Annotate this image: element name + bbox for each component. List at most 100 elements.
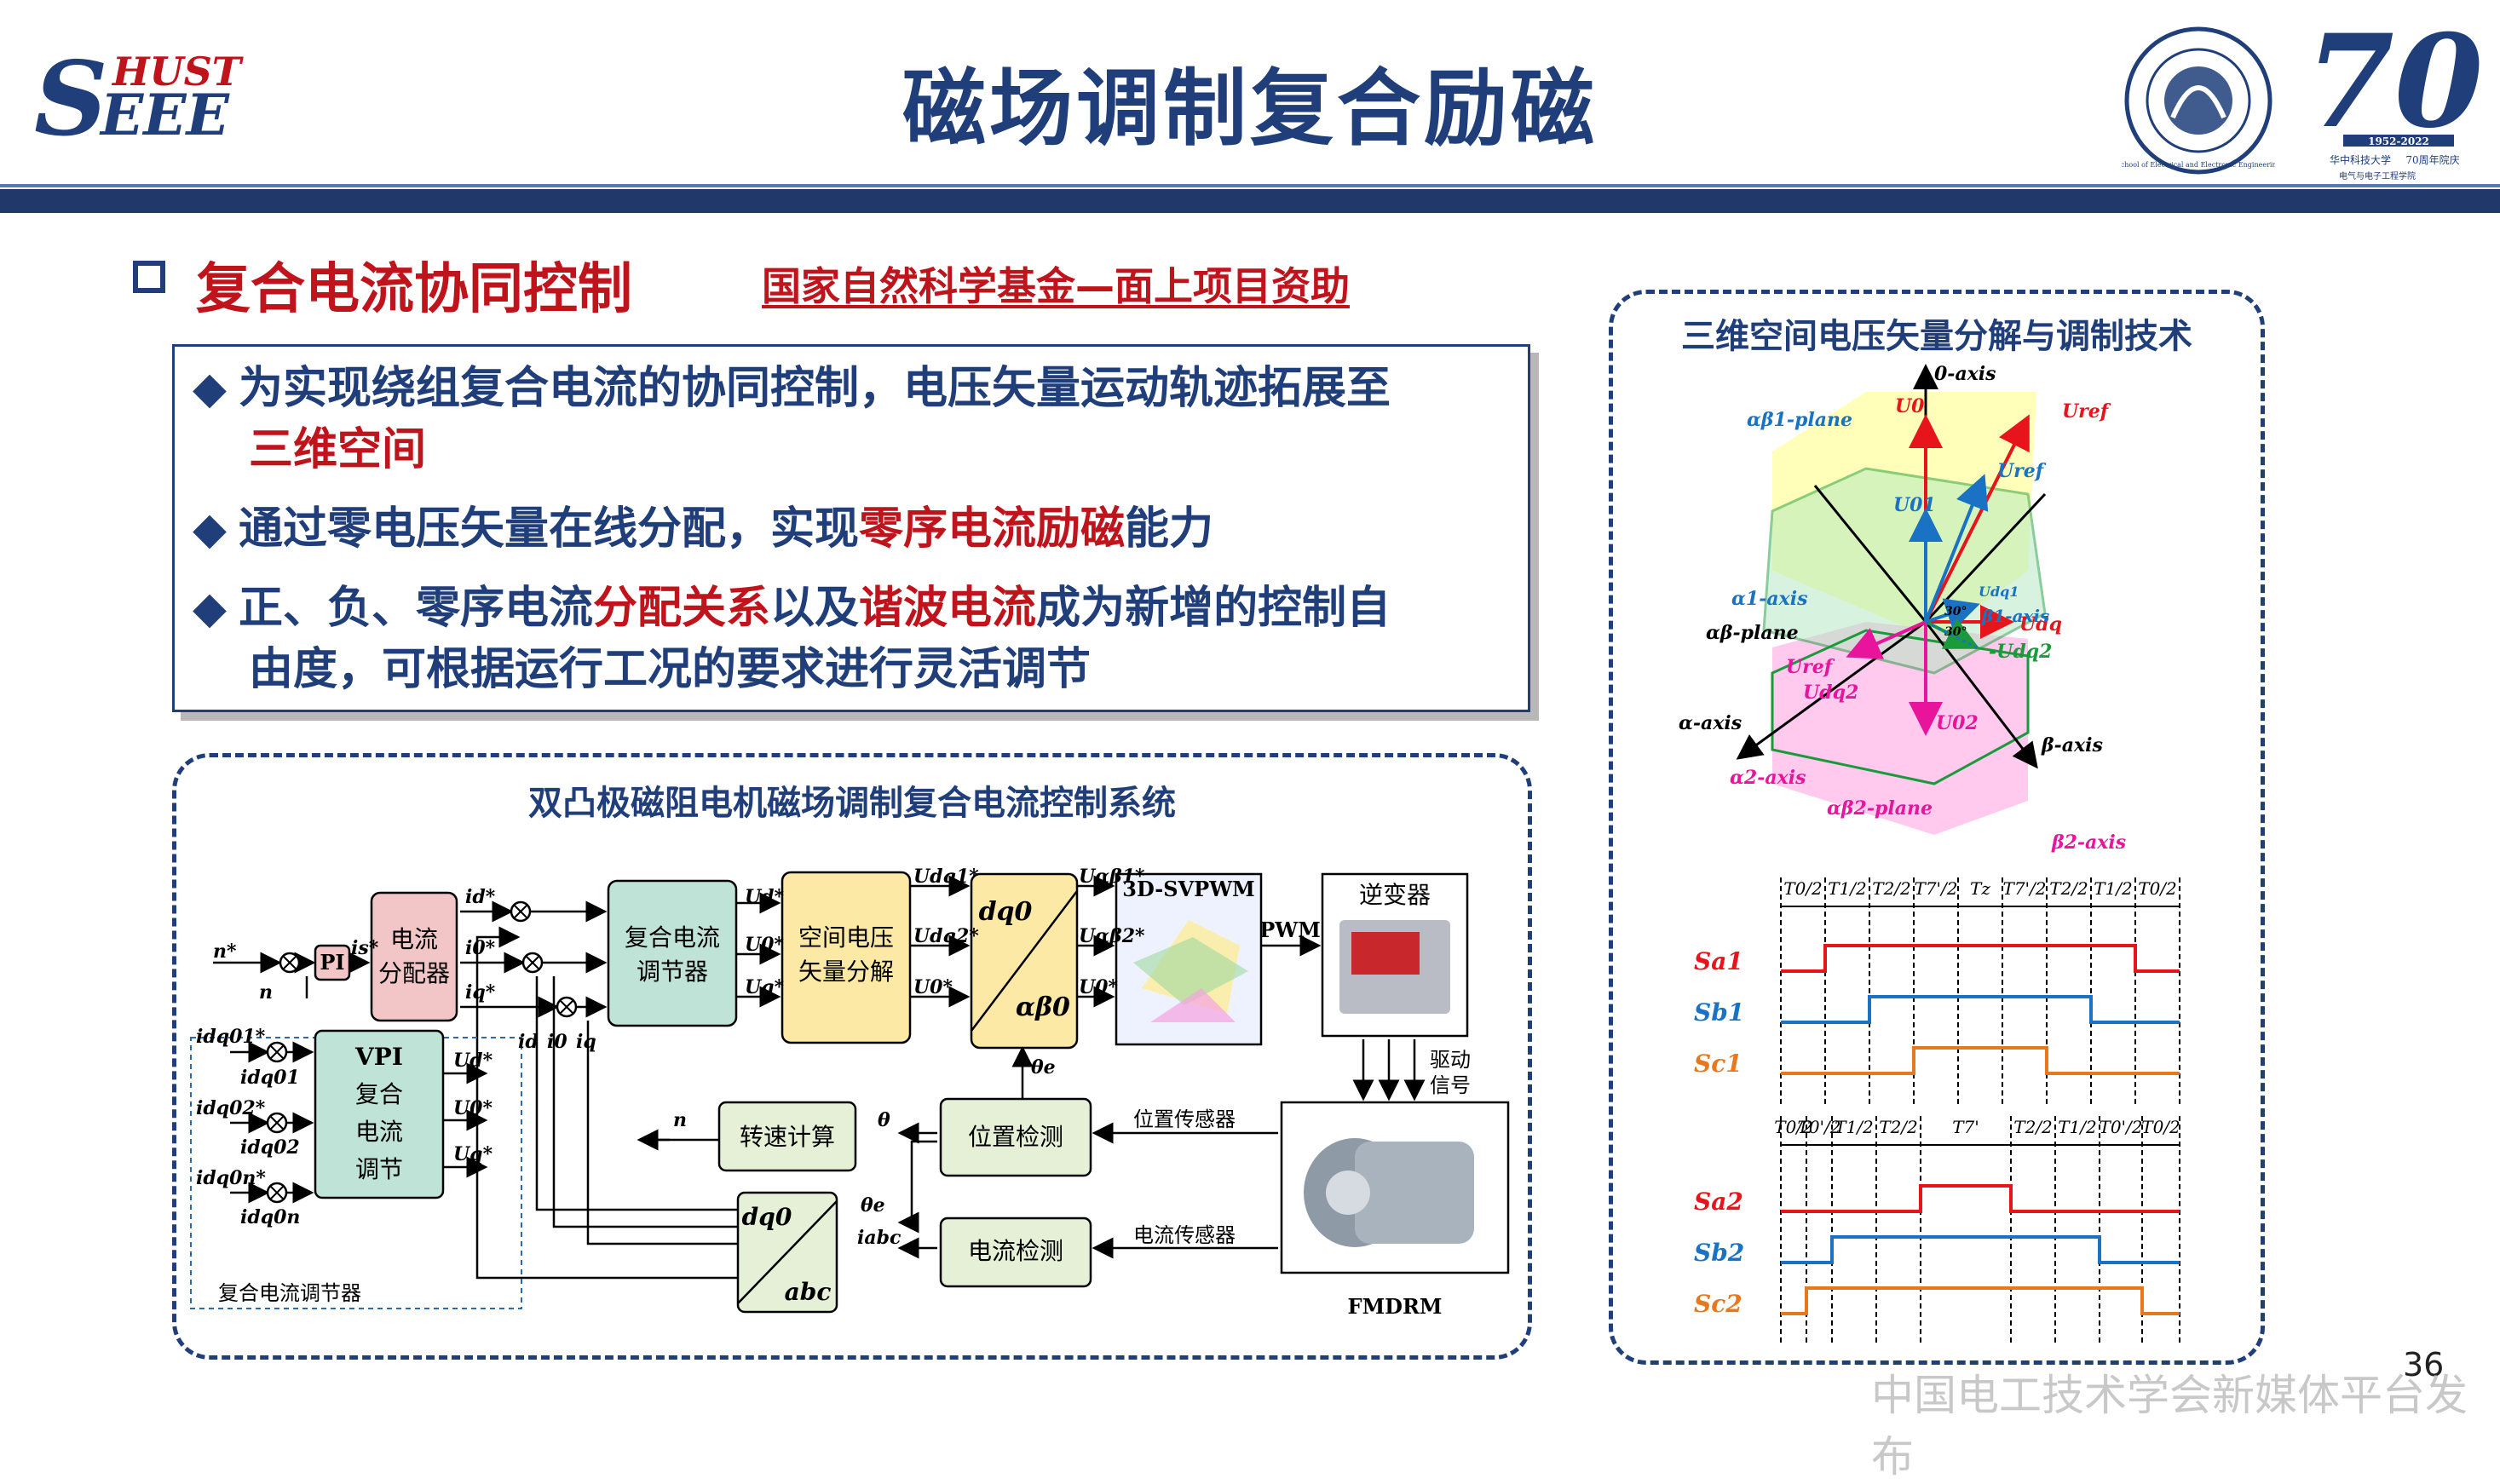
sig-udq1: Udq1* — [913, 866, 979, 888]
sig-theta: θ — [878, 1109, 890, 1131]
sub-caption: 复合电流调节器 — [218, 1281, 361, 1305]
t1-wave — [1781, 944, 2180, 973]
t2-interval-label: T0/2 — [2141, 1117, 2180, 1137]
vpi-label-3: 电流 — [355, 1118, 403, 1146]
anniv-line3: 电气与电子工程学院 — [2339, 170, 2416, 181]
label-uref-inner: Uref — [1997, 460, 2047, 482]
sig-id: id — [518, 1031, 539, 1053]
dq0b-top-label: dq0 — [742, 1203, 792, 1231]
sig-iq: iq — [576, 1031, 596, 1053]
label-30a: 30° — [1944, 605, 1967, 618]
drive-label-1: 驱动 — [1430, 1048, 1471, 1072]
sig-i0: i0 — [547, 1031, 567, 1053]
t2-interval-label: T2/2 — [1879, 1117, 1918, 1137]
sig-theta-e2: θe — [861, 1194, 885, 1217]
t2-interval-label: T0'/2 — [2099, 1117, 2142, 1137]
sig-n-ref: n* — [213, 940, 237, 963]
sig-id-ref: id* — [465, 886, 496, 908]
speed-calc-label: 转速计算 — [740, 1123, 835, 1151]
bullet-3: ◆正、负、零序电流分配关系以及谐波电流成为新增的控制自 由度，可根据运行工况的要… — [193, 578, 1522, 700]
label-u01: U01 — [1893, 494, 1936, 516]
abc-bottom-label: abc — [785, 1278, 832, 1306]
label-udq2: Udq2 — [1803, 682, 1858, 704]
sig-u0: U0* — [745, 934, 784, 956]
t1-interval-label: T1/2 — [1828, 878, 1867, 899]
speed-calc-block — [717, 1101, 857, 1172]
sig-vuq: Uq* — [453, 1143, 493, 1165]
pi-block — [314, 944, 351, 981]
sig-vu0: U0* — [453, 1097, 493, 1119]
label-ab2-plane: αβ2-plane — [1827, 797, 1933, 820]
motor-label: FMDRM — [1348, 1294, 1443, 1319]
t2-interval-label: T2/2 — [2013, 1117, 2053, 1137]
diamond-icon: ◆ — [193, 363, 227, 414]
label-u0: U0 — [1895, 395, 1925, 417]
sig-idq02b: idq02 — [240, 1136, 300, 1159]
t1-interval-label: Tz — [1970, 878, 1990, 899]
seal-text: School of Electrical and Electronic Engi… — [2122, 161, 2275, 169]
sig-sa1: Sa1 — [1694, 947, 1743, 975]
sig-vud: Ud* — [453, 1050, 493, 1072]
header-bar — [0, 189, 2500, 213]
sig-iabc: iabc — [857, 1227, 901, 1249]
t1-wave — [1781, 995, 2180, 1024]
label-zero-axis: 0-axis — [1934, 363, 1996, 385]
svpwm-label: 3D-SVPWM — [1122, 877, 1254, 901]
position-detect-block — [939, 1097, 1092, 1177]
t1-interval-label: T1/2 — [2094, 878, 2133, 899]
sig-idq0n: idq0n* — [196, 1167, 266, 1189]
label-udq2-neg: -Udq2 — [1989, 641, 2052, 663]
inverter-label: 逆变器 — [1359, 881, 1431, 909]
vector-space-diagram: 0-axis αβ1-plane U0 Uref Uref U01 α1-axi… — [1679, 363, 2126, 854]
sig-uab2: Uαβ2* — [1079, 925, 1145, 947]
space-vector-decomp-block — [781, 871, 912, 1044]
current-distributor-block — [370, 891, 458, 1022]
label-b1-axis: β1-axis — [1981, 606, 2049, 626]
label-a2-axis: α2-axis — [1730, 767, 1806, 789]
sig-idq01: idq01* — [196, 1026, 266, 1048]
svm-panel — [1609, 290, 2265, 1365]
timing2-grid — [1780, 1116, 2180, 1346]
hust-seee-logo: S HUST EEE — [34, 49, 245, 143]
sig-theta-e: θe — [1031, 1056, 1056, 1078]
sig-u0c: U0* — [1079, 976, 1118, 998]
sig-idq0nb: idq0n — [240, 1206, 300, 1228]
drive-label-2: 信号 — [1430, 1073, 1471, 1097]
t2-wave — [1781, 1286, 2180, 1315]
anniv-number: 70 — [2309, 17, 2480, 157]
logo-s-letter: S — [34, 49, 108, 143]
anniv-years: 1952-2022 — [2368, 135, 2429, 147]
cur-sensor-label: 电流传感器 — [1133, 1223, 1236, 1247]
pi-label: PI — [320, 950, 344, 975]
t1-wave — [1781, 1046, 2180, 1075]
dq0-top-label: dq0 — [979, 897, 1033, 927]
watermark: 中国电工技术学会新媒体平台发布 — [1871, 1371, 2468, 1481]
sig-idq01b: idq01 — [240, 1067, 300, 1089]
section-checkbox-icon — [133, 261, 165, 293]
comp-reg-label-2: 调节器 — [637, 958, 708, 986]
t2-interval-label: T1/2 — [2058, 1117, 2097, 1137]
space-v-label-1: 空间电压 — [798, 923, 894, 952]
vpi-label-4: 调节 — [355, 1155, 403, 1183]
cur-detect-label: 电流检测 — [968, 1237, 1063, 1265]
section-title: 复合电流协同控制 — [196, 258, 632, 321]
control-system-title: 双凸极磁阻电机磁场调制复合电流控制系统 — [528, 784, 1176, 823]
vpi-label-1: VPI — [354, 1043, 403, 1071]
sig-sb2: Sb2 — [1694, 1239, 1744, 1267]
pos-detect-label: 位置检测 — [968, 1123, 1063, 1151]
t1-interval-label: T7'/2 — [2002, 878, 2046, 899]
diamond-icon: ◆ — [193, 503, 227, 555]
sig-sa2: Sa2 — [1694, 1188, 1743, 1216]
label-30b: 30° — [1944, 625, 1967, 639]
sig-sc2: Sc2 — [1694, 1290, 1743, 1318]
sig-i0-ref: i0* — [465, 937, 496, 959]
header-accent-line — [0, 184, 2500, 187]
diamond-icon: ◆ — [193, 583, 227, 634]
current-dist-label-1: 电流 — [390, 925, 438, 953]
label-alpha-axis: α-axis — [1679, 712, 1742, 734]
sig-uq: Uq* — [745, 976, 785, 998]
label-u02: U02 — [1936, 712, 1979, 734]
